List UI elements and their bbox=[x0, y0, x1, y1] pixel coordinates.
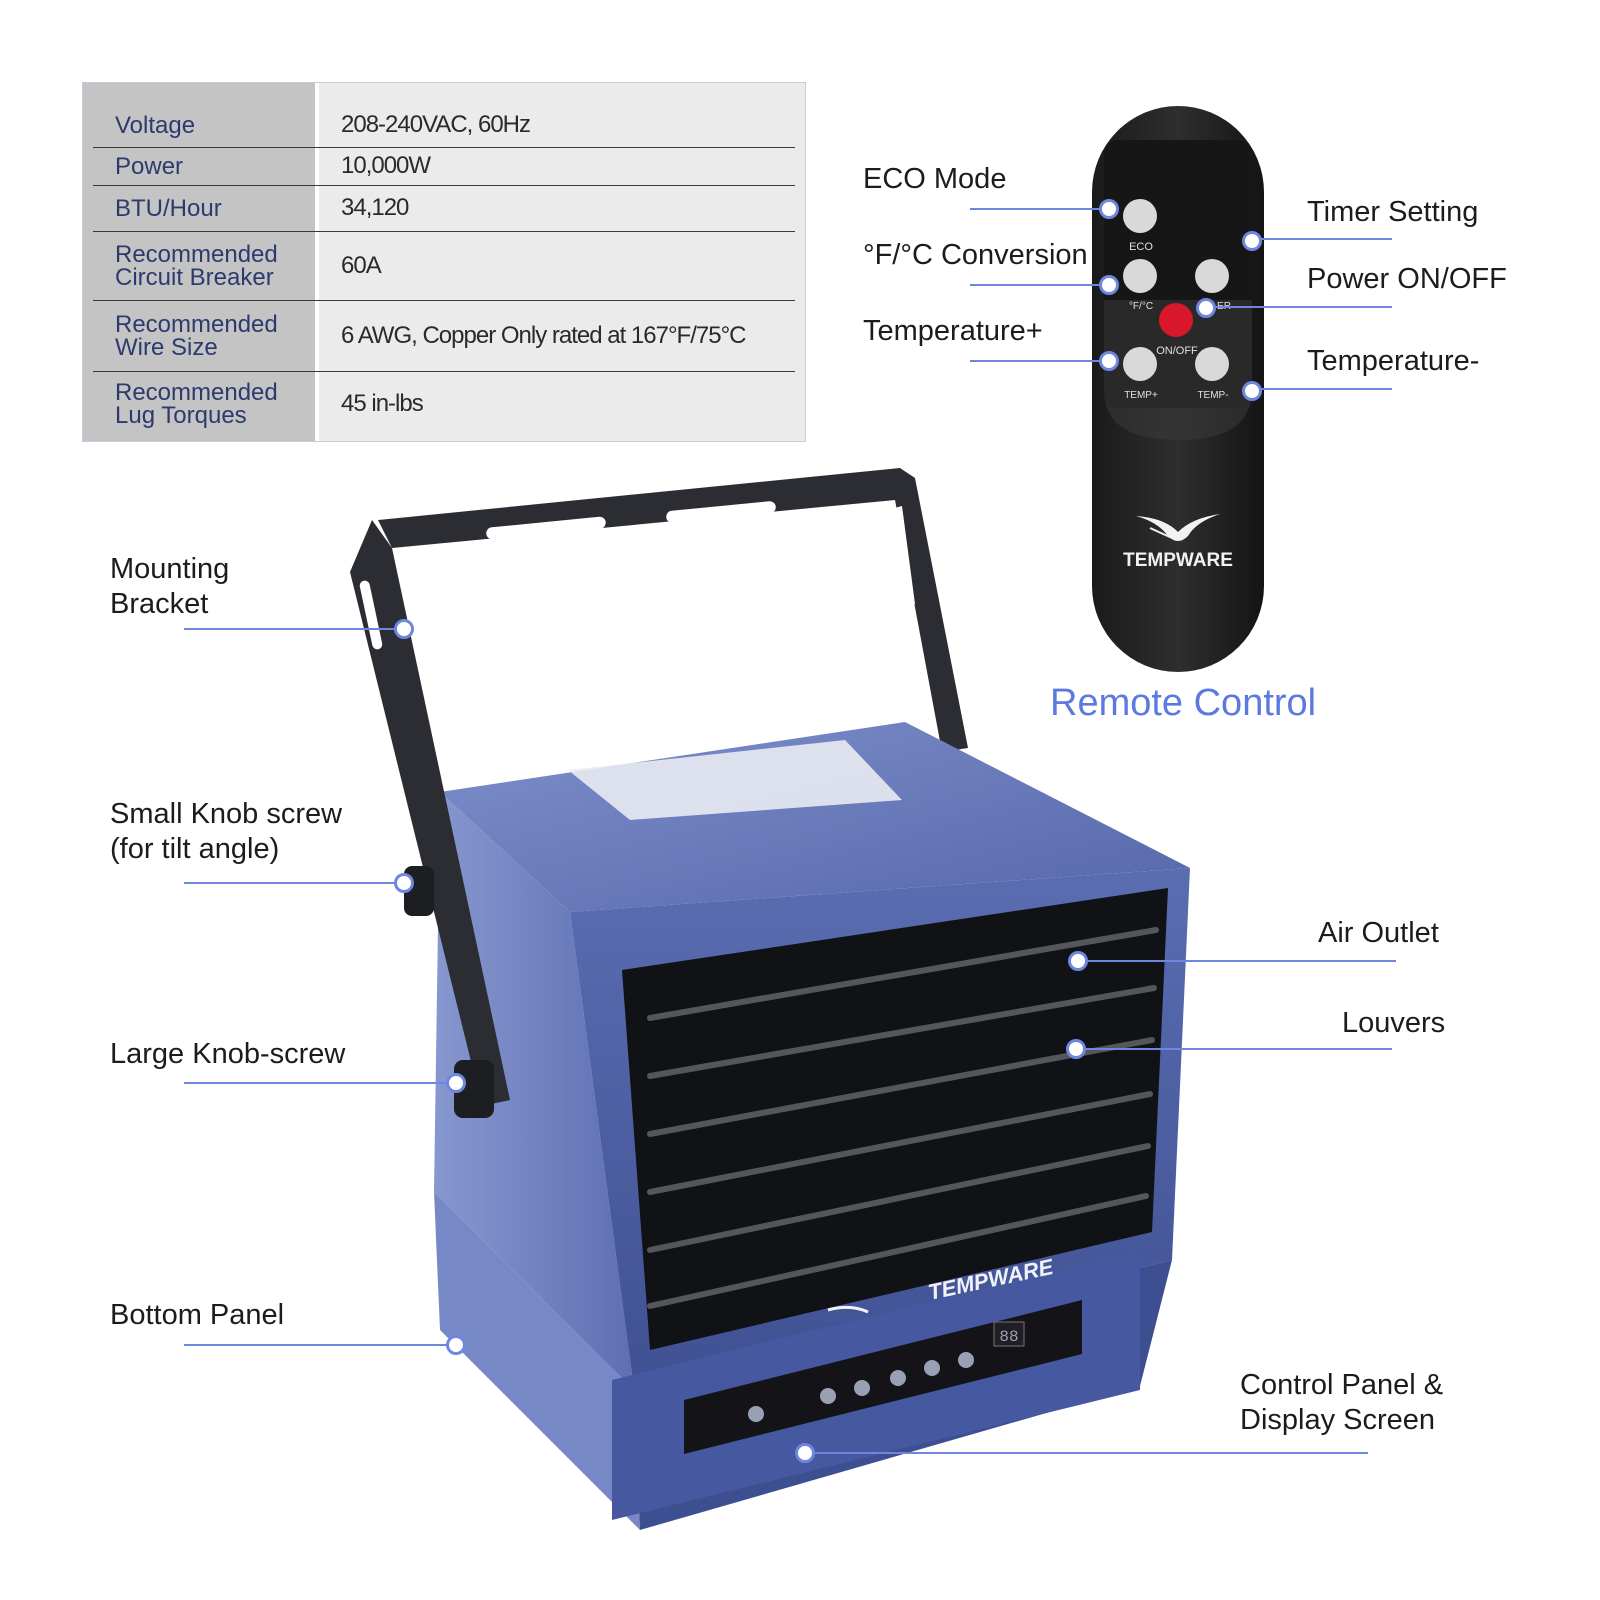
remote-unit-button[interactable] bbox=[1123, 259, 1157, 293]
callout-line bbox=[184, 882, 396, 884]
callout-large-knob-screw: Large Knob-screw bbox=[110, 1038, 346, 1070]
callout-line bbox=[1212, 306, 1392, 308]
rating-label bbox=[568, 740, 902, 820]
large-knob-screw[interactable] bbox=[454, 1060, 494, 1118]
callout-timer-setting: Timer Setting bbox=[1307, 196, 1479, 228]
callout-small-knob-screw: Small Knob screw (for tilt angle) bbox=[110, 798, 343, 865]
callout-dot bbox=[795, 1443, 815, 1463]
spec-row-circuit-breaker: Recommended Circuit Breaker 60A bbox=[93, 231, 795, 301]
callout-eco-mode: ECO Mode bbox=[863, 163, 1007, 195]
spec-value: 60A bbox=[341, 251, 382, 279]
callout-line bbox=[184, 1082, 448, 1084]
heater-logo-icon bbox=[827, 1305, 869, 1314]
callout-air-outlet: Air Outlet bbox=[1318, 917, 1439, 949]
callout-dot bbox=[446, 1073, 466, 1093]
callout-line bbox=[1258, 238, 1392, 240]
callout-line bbox=[970, 208, 1102, 210]
callout-line bbox=[1082, 1048, 1392, 1050]
spec-label: Voltage bbox=[115, 111, 196, 139]
spec-table: Voltage 208-240VAC, 60Hz Power 10,000W B… bbox=[82, 82, 806, 442]
spec-label: Power bbox=[115, 152, 184, 180]
tempware-logo-icon bbox=[1136, 514, 1220, 541]
remote-timer-button[interactable] bbox=[1195, 259, 1229, 293]
callout-bottom-panel: Bottom Panel bbox=[110, 1299, 285, 1331]
callout-line bbox=[1258, 388, 1392, 390]
callout-dot bbox=[1068, 951, 1088, 971]
remote-power-button[interactable] bbox=[1159, 303, 1193, 337]
remote-unit-label: °F/°C bbox=[1129, 301, 1153, 312]
spec-value-column bbox=[319, 83, 805, 441]
spec-label-column bbox=[83, 83, 315, 441]
remote-temp-up-label: TEMP+ bbox=[1124, 390, 1158, 401]
remote-eco-button[interactable] bbox=[1123, 199, 1157, 233]
callout-temperature-down: Temperature- bbox=[1307, 345, 1480, 377]
remote-temp-up-button[interactable] bbox=[1123, 347, 1157, 381]
callout-dot bbox=[394, 873, 414, 893]
callout-dot bbox=[1099, 199, 1119, 219]
spec-label: Recommended Lug Torques bbox=[115, 379, 278, 429]
callout-line bbox=[184, 628, 396, 630]
spec-row-voltage: Voltage 208-240VAC, 60Hz bbox=[93, 103, 795, 148]
spec-value: 34,120 bbox=[341, 194, 409, 221]
callout-line bbox=[184, 1344, 448, 1346]
spec-row-wire-size: Recommended Wire Size 6 AWG, Copper Only… bbox=[93, 300, 795, 372]
callout-dot bbox=[1196, 298, 1216, 318]
spec-row-power: Power 10,000W bbox=[93, 147, 795, 186]
callout-dot bbox=[446, 1335, 466, 1355]
panel-display-digits: 88 bbox=[999, 1328, 1018, 1346]
spec-value: 45 in-lbs bbox=[341, 390, 424, 417]
spec-row-lug-torques: Recommended Lug Torques 45 in-lbs bbox=[93, 371, 795, 437]
remote-eco-label: ECO bbox=[1129, 241, 1153, 253]
panel-display-screen bbox=[993, 1321, 1025, 1347]
callout-louvers: Louvers bbox=[1342, 1007, 1446, 1039]
callout-control-panel: Control Panel & Display Screen bbox=[1240, 1369, 1444, 1436]
callout-line bbox=[970, 284, 1102, 286]
panel-timer-button[interactable] bbox=[854, 1380, 870, 1396]
heater-unit: 88 TEMPWARE bbox=[350, 468, 1190, 1530]
callout-dot bbox=[1242, 381, 1262, 401]
panel-unit-button[interactable] bbox=[820, 1388, 836, 1404]
spec-label: Recommended Circuit Breaker bbox=[115, 240, 278, 291]
callout-power-onoff: Power ON/OFF bbox=[1307, 263, 1507, 295]
remote-control-caption: Remote Control bbox=[1050, 682, 1317, 724]
callout-dot bbox=[394, 619, 414, 639]
louvers bbox=[647, 927, 1159, 1309]
callout-line bbox=[810, 1452, 1368, 1454]
remote-brand: TEMPWARE bbox=[1123, 550, 1233, 571]
spec-label: Recommended Wire Size bbox=[115, 310, 278, 361]
panel-power-button[interactable] bbox=[748, 1406, 764, 1422]
callout-temperature-up: Temperature+ bbox=[863, 315, 1043, 347]
callout-dot bbox=[1242, 231, 1262, 251]
remote-onoff-label: ON/OFF bbox=[1156, 345, 1198, 357]
panel-temp-down-button[interactable] bbox=[924, 1360, 940, 1376]
control-panel bbox=[684, 1300, 1082, 1454]
callout-dot bbox=[1099, 351, 1119, 371]
spec-label: BTU/Hour bbox=[115, 194, 222, 222]
remote-temp-down-button[interactable] bbox=[1195, 347, 1229, 381]
callout-dot bbox=[1099, 275, 1119, 295]
panel-temp-up-button[interactable] bbox=[890, 1370, 906, 1386]
callout-unit-conversion: °F/°C Conversion bbox=[863, 239, 1088, 271]
callout-line bbox=[1084, 960, 1396, 962]
callout-line bbox=[970, 360, 1102, 362]
callout-mounting-bracket: Mounting Bracket bbox=[110, 553, 230, 620]
callout-dot bbox=[1066, 1039, 1086, 1059]
spec-value: 208-240VAC, 60Hz bbox=[341, 111, 531, 138]
remote-control: ECO °F/°C ER ON/OFF TEMP+ TEMP- TEMPWARE bbox=[1092, 106, 1264, 672]
spec-value: 6 AWG, Copper Only rated at 167°F/75°C bbox=[341, 321, 747, 349]
spec-row-btu: BTU/Hour 34,120 bbox=[93, 185, 795, 232]
panel-eco-button[interactable] bbox=[958, 1352, 974, 1368]
remote-temp-down-label: TEMP- bbox=[1197, 390, 1228, 401]
spec-value: 10,000W bbox=[341, 152, 431, 179]
